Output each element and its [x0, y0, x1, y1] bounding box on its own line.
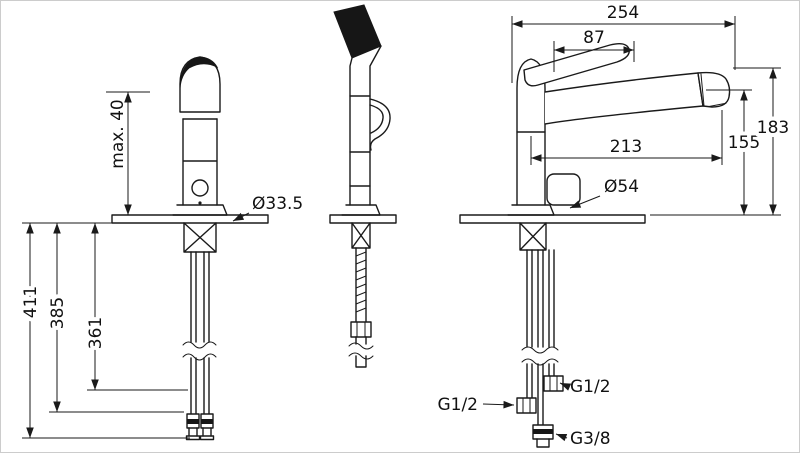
base-flange	[341, 204, 381, 216]
leader-base-diameter	[569, 195, 601, 209]
shank-lower-end	[355, 336, 367, 368]
dim-label-max40: max. 40	[108, 99, 128, 168]
dim-label-183: 183	[757, 118, 789, 138]
mounting-clamp	[351, 222, 371, 249]
label-base-diameter: Ø54	[604, 177, 639, 197]
narrow-body-outline	[349, 45, 382, 206]
callout-base-diameter: Ø54	[569, 177, 639, 209]
dim-label-87: 87	[583, 28, 605, 48]
hose-end-right-cap	[199, 435, 215, 441]
supply-pipes	[190, 251, 210, 415]
leader-thread-bottom	[555, 433, 568, 442]
mounting-nut-facets	[356, 321, 366, 338]
body-joint-lines	[349, 95, 371, 187]
leader-thread-left	[482, 400, 515, 409]
base-flange	[507, 204, 555, 216]
body-outline	[182, 118, 218, 206]
hose-end-left-stub	[188, 427, 198, 437]
dim-label-155: 155	[728, 133, 760, 153]
label-thread-bottom: G3/8	[570, 429, 611, 449]
label-thread-left: G1/2	[437, 395, 478, 415]
handle-dark-cap	[179, 56, 219, 89]
dimension-87: 87	[553, 28, 635, 72]
body-dot-detail	[198, 201, 202, 205]
supply-pipes	[526, 249, 555, 426]
deck-section	[329, 214, 397, 224]
connector-g12-right-facets	[549, 375, 558, 392]
dimension-155: 155	[706, 89, 764, 215]
connector-g38-band	[533, 429, 553, 434]
pipe-break-symbol	[348, 342, 374, 360]
mounting-nut	[350, 321, 372, 338]
pipe-break-symbol	[521, 346, 559, 366]
dimension-361: 361	[82, 223, 188, 391]
middle-view	[329, 4, 397, 368]
thread-hatching	[355, 251, 367, 313]
dim-label-361: 361	[86, 317, 106, 349]
dim-label-411: 411	[21, 286, 41, 318]
hose-end-right-stub	[202, 427, 212, 437]
label-hole-diameter: Ø33.5	[252, 194, 303, 214]
base-flange	[172, 204, 228, 216]
dimension-254: 254	[511, 3, 736, 83]
hose-end-right-band	[201, 419, 213, 424]
connector-g38-tip	[536, 438, 550, 448]
deck-section	[111, 214, 269, 224]
aerator-line	[708, 102, 727, 107]
hook-lever-detail	[369, 98, 391, 151]
lever-dark-blade	[333, 4, 382, 59]
mounting-clamp	[183, 222, 217, 253]
dimension-411: 411	[17, 222, 190, 439]
callout-thread-bottom: G3/8	[555, 429, 611, 449]
leader-thread-right	[559, 382, 572, 391]
deck-section	[459, 214, 646, 224]
connector-g12-left-facets	[522, 397, 531, 414]
callout-thread-right: G1/2	[559, 377, 611, 397]
leader-hole-diameter	[232, 212, 250, 222]
lever-handle	[523, 42, 630, 87]
hose-end-left-band	[187, 419, 199, 424]
dimension-213: 213	[530, 110, 723, 165]
spout-tip-joint	[700, 73, 705, 107]
spout-outline	[544, 72, 704, 125]
dim-label-254: 254	[607, 3, 639, 23]
label-thread-right: G1/2	[570, 377, 611, 397]
dim-label-385: 385	[48, 297, 68, 329]
dimension-385: 385	[44, 223, 184, 413]
mounting-clamp	[519, 222, 547, 251]
dimension-183: 183	[650, 67, 793, 216]
pipe-break-symbol	[182, 341, 217, 361]
body-ring-detail	[191, 179, 209, 197]
dim-label-213: 213	[610, 137, 642, 157]
dimension-max40: max. 40	[106, 91, 150, 215]
front-view	[111, 56, 269, 441]
extension-lines-87	[553, 41, 635, 72]
callout-hole-diameter: Ø33.5	[232, 194, 303, 222]
base-side-detail	[546, 173, 581, 206]
connector-g12-left	[516, 397, 537, 414]
callout-thread-left: G1/2	[437, 395, 515, 415]
